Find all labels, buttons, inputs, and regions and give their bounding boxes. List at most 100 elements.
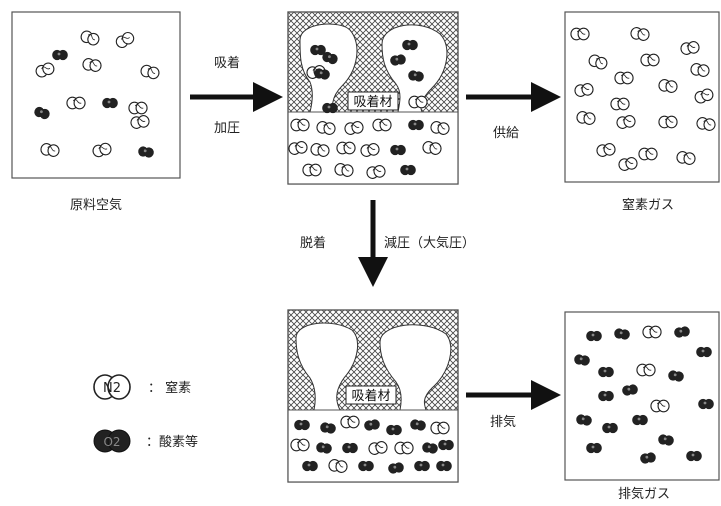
adsorbent-label-bottom: 吸着材 — [351, 388, 390, 404]
nitrogen-molecule — [680, 41, 700, 55]
nitrogen-molecule — [366, 165, 386, 179]
nitrogen-molecule — [316, 121, 336, 135]
oxygen-molecule — [598, 366, 614, 378]
label-exhaust: 排気 — [490, 414, 516, 430]
label-desorb: 脱着 — [300, 235, 326, 251]
nitrogen-molecule — [372, 118, 392, 132]
oxygen-molecule — [598, 390, 614, 402]
oxygen-molecule — [408, 70, 424, 82]
nitrogen-molecule — [115, 31, 135, 49]
nitrogen-molecule — [616, 115, 636, 129]
nitrogen-molecule — [694, 88, 714, 104]
nitrogen-molecule — [340, 415, 360, 429]
oxygen-molecule — [386, 424, 402, 436]
nitrogen-molecule — [596, 143, 616, 157]
nitrogen-molecule — [408, 95, 428, 109]
nitrogen-molecule — [650, 399, 670, 413]
oxygen-molecule — [102, 97, 118, 109]
void-left-bottom — [295, 322, 359, 411]
nitrogen-molecule — [302, 163, 322, 177]
nitrogen-molecule — [430, 121, 450, 135]
nitrogen-molecule — [658, 79, 678, 93]
nitrogen-molecule — [614, 71, 634, 85]
caption-nitrogen-gas: 窒素ガス — [622, 197, 674, 213]
nitrogen-molecule — [690, 63, 710, 77]
label-supply: 供給 — [493, 126, 519, 141]
oxygen-molecule — [410, 419, 426, 431]
oxygen-molecule — [316, 442, 332, 454]
oxygen-molecule — [390, 54, 406, 66]
nitrogen-molecule — [130, 115, 150, 129]
nitrogen-molecule — [638, 147, 658, 161]
oxygen-molecule — [34, 106, 50, 120]
nitrogen-molecule — [630, 27, 650, 41]
oxygen-molecule — [320, 422, 336, 434]
nitrogen-molecule — [336, 141, 356, 155]
nitrogen-molecule — [658, 115, 678, 129]
oxygen-molecule — [358, 460, 374, 472]
nitrogen-molecule — [310, 143, 330, 157]
oxygen-molecule — [364, 419, 380, 431]
caption-exhaust-gas: 排気ガス — [618, 486, 670, 502]
label-adsorb: 吸着 — [214, 55, 240, 71]
oxygen-molecule — [310, 44, 326, 56]
oxygen-molecule — [614, 328, 630, 340]
legend-o2-text: ：酸素等 — [146, 434, 198, 450]
nitrogen-molecule — [290, 118, 310, 132]
oxygen-molecule — [414, 460, 430, 472]
oxygen-molecule — [138, 146, 154, 158]
nitrogen-molecule — [35, 62, 55, 78]
oxygen-molecule — [390, 144, 406, 156]
oxygen-molecule — [674, 326, 690, 338]
nitrogen-molecule — [422, 141, 442, 155]
oxygen-molecule — [632, 414, 648, 426]
adsorbent-label-top: 吸着材 — [353, 94, 392, 110]
legend-n2-symbol: N2 — [103, 381, 121, 396]
oxygen-molecule — [658, 434, 674, 446]
nitrogen-molecule — [696, 117, 716, 131]
oxygen-molecule — [294, 419, 310, 431]
adsorption-column-bottom: 吸着材 — [287, 309, 459, 483]
nitrogen-molecule — [334, 163, 354, 177]
oxygen-molecule — [586, 442, 602, 454]
oxygen-molecule — [400, 164, 416, 176]
nitrogen-molecule — [588, 54, 608, 70]
legend-o2-symbol: O2 — [103, 435, 120, 449]
label-depressurize: 減圧（大気圧） — [384, 235, 475, 251]
nitrogen-molecule — [676, 151, 696, 165]
nitrogen-molecule — [576, 111, 596, 125]
oxygen-molecule — [686, 450, 702, 462]
nitrogen-molecule — [128, 101, 148, 115]
nitrogen-molecule — [328, 459, 348, 473]
nitrogen-molecule — [40, 143, 60, 157]
nitrogen-molecule — [290, 438, 310, 452]
oxygen-molecule — [640, 452, 656, 464]
legend-n2-text: ： 窒素 — [148, 380, 191, 396]
nitrogen-molecule — [574, 83, 594, 97]
nitrogen-molecule — [642, 325, 662, 339]
oxygen-molecule — [422, 442, 438, 454]
nitrogen-molecule — [360, 143, 380, 157]
void-right-bottom — [379, 324, 452, 411]
nitrogen-molecule — [92, 142, 112, 158]
oxygen-molecule — [602, 422, 618, 434]
nitrogen-molecule — [368, 441, 388, 455]
oxygen-molecule — [438, 439, 454, 451]
nitrogen-molecule — [430, 421, 450, 435]
legend-o2-icon: O2 — [93, 429, 131, 453]
oxygen-molecule — [302, 460, 318, 472]
nitrogen-molecule — [82, 58, 102, 72]
nitrogen-molecule — [344, 121, 364, 135]
caption-raw-air: 原料空気 — [70, 197, 122, 213]
label-pressurize: 加圧 — [214, 121, 240, 136]
oxygen-molecule — [574, 354, 590, 366]
nitrogen-molecule — [394, 441, 414, 455]
oxygen-molecule — [402, 39, 418, 51]
oxygen-molecule — [668, 370, 684, 382]
nitrogen-molecule — [66, 96, 86, 110]
nitrogen-molecule — [570, 27, 590, 41]
oxygen-molecule — [696, 346, 712, 358]
adsorbent-label-box-bottom — [345, 385, 397, 405]
nitrogen-molecule — [80, 30, 100, 46]
